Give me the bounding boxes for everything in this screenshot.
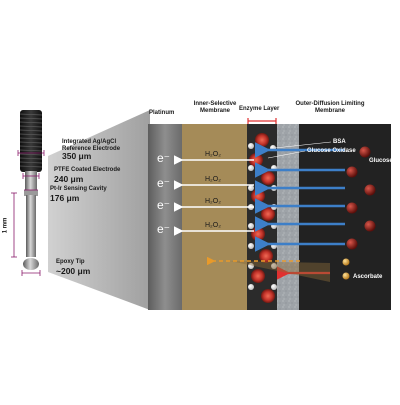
glucose-label: Glucose: [369, 158, 393, 164]
glucose-molecule: [359, 146, 371, 158]
electrode-length-label: 1 mm: [2, 217, 9, 234]
thread-line: [19, 137, 43, 140]
glucose-molecule: [346, 166, 358, 178]
glucose-oxidase-molecule: [259, 249, 273, 263]
coated-electrode-shaft: [25, 171, 37, 191]
bsa-molecule: [248, 143, 254, 149]
ascorbate-wedge: [230, 261, 330, 282]
h2o2-label: H₂O₂: [205, 198, 221, 205]
thread-line: [19, 129, 43, 132]
sensing-cavity-label: Pt-Ir Sensing Cavity: [50, 186, 107, 192]
sensing-shaft: [26, 195, 36, 257]
bsa-pointer: [274, 141, 332, 149]
outer-membrane-label: Outer-Diffusion Limiting Membrane: [295, 101, 365, 114]
ascorbate-molecule: [342, 258, 350, 266]
thread-line: [19, 153, 43, 156]
bsa-molecule: [248, 165, 254, 171]
reference-electrode-size: 350 μm: [62, 151, 92, 161]
coated-electrode-label: PTFE Coated Electrode: [54, 167, 121, 173]
reference-electrode-cap: [20, 110, 42, 172]
glucose-oxidase-molecule: [261, 171, 275, 185]
electron-label: e⁻: [157, 222, 171, 236]
thread-line: [19, 133, 43, 136]
electron-label: e⁻: [157, 151, 171, 165]
bsa-molecule: [248, 185, 254, 191]
bsa-label: BSA: [333, 139, 346, 145]
sensing-cavity-ring: [24, 190, 38, 196]
glucose-oxidase-pointer: [267, 150, 306, 159]
inner-membrane-layer: [182, 124, 247, 310]
glucose-oxidase-molecule: [251, 227, 265, 241]
thread-line: [19, 125, 43, 128]
bsa-molecule: [271, 284, 277, 290]
epoxy-tip: [23, 258, 39, 270]
electron-label: e⁻: [157, 176, 171, 190]
platinum-layer: [148, 124, 182, 310]
platinum-layer-label: Platinum: [149, 110, 175, 116]
thread-line: [19, 149, 43, 152]
thread-line: [19, 161, 43, 164]
thread-line: [19, 157, 43, 160]
ascorbate-molecule: [342, 272, 350, 280]
bsa-molecule: [248, 284, 254, 290]
epoxy-tip-size: ~200 μm: [56, 266, 91, 276]
bsa-molecule: [271, 263, 277, 269]
thread-line: [19, 141, 43, 144]
glucose-molecule: [346, 238, 358, 250]
epoxy-tip-label: Epoxy Tip: [56, 259, 85, 265]
outer-membrane-layer: [277, 124, 299, 310]
thread-line: [19, 117, 43, 120]
h2o2-label: H₂O₂: [205, 176, 221, 183]
glucose-oxidase-label: Glucose Oxidase: [307, 148, 356, 154]
glucose-molecule: [364, 220, 376, 232]
enzyme-layer-bracket: [247, 118, 277, 124]
bsa-molecule: [248, 263, 254, 269]
dimension-markers: [11, 150, 45, 276]
thread-line: [19, 113, 43, 116]
electron-label: e⁻: [157, 198, 171, 212]
bsa-molecule: [248, 243, 254, 249]
magnification-cone: [48, 110, 150, 310]
glucose-oxidase-molecule: [255, 133, 269, 147]
glucose-oxidase-molecule: [251, 189, 265, 203]
enzyme-layer-label: Enzyme Layer: [239, 106, 280, 112]
glucose-molecule: [364, 184, 376, 196]
thread-line: [19, 145, 43, 148]
glucose-oxidase-molecule: [251, 269, 265, 283]
bsa-molecule: [248, 223, 254, 229]
sensing-cavity-size: 176 μm: [50, 193, 80, 203]
h2o2-label: H₂O₂: [205, 151, 221, 158]
thread-line: [19, 121, 43, 124]
coated-electrode-size: 240 μm: [54, 174, 84, 184]
glucose-oxidase-molecule: [261, 289, 275, 303]
glucose-molecule: [346, 202, 358, 214]
ascorbate-label: Ascorbate: [353, 274, 383, 280]
inner-membrane-label: Inner-Selective Membrane: [193, 101, 237, 114]
reference-electrode-label: Integrated Ag/AgCl Reference Electrode: [62, 139, 121, 152]
arrow-group: [174, 141, 345, 282]
thread-line: [19, 165, 43, 168]
h2o2-label: H₂O₂: [205, 222, 221, 229]
